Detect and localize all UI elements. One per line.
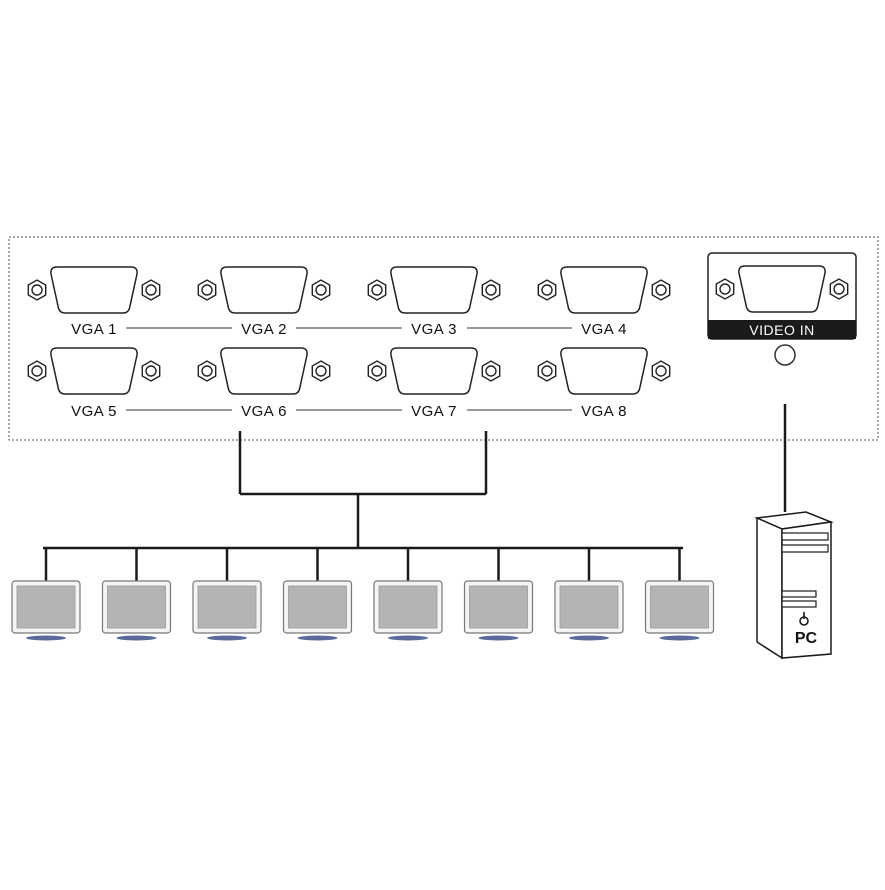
vga-label-5: VGA 5 [71,403,117,420]
vga-label-3: VGA 3 [411,321,457,338]
screw-post-icon [197,360,217,382]
vga-label-8: VGA 8 [581,403,627,420]
vga-output-labels: VGA 1 VGA 2 VGA 3 VGA 4 VGA 5 VGA 6 VGA … [71,321,627,420]
vga-output-port-2 [197,266,331,314]
monitor-screen [288,585,347,629]
vga-label-7: VGA 7 [411,403,457,420]
screw-post-icon [367,360,387,382]
monitor-8 [644,580,715,641]
screw-post-icon [197,279,217,301]
monitor-screen [650,585,709,629]
power-button-icon [799,612,809,626]
pc-tower: PC [754,511,834,660]
vga-label-6: VGA 6 [241,403,287,420]
monitor-stand [207,635,247,641]
vga-output-port-4 [537,266,671,314]
screw-post-icon [481,279,501,301]
drive-bay-2 [781,544,829,553]
screw-post-icon [651,279,671,301]
screw-post-icon [311,279,331,301]
monitor-stand [26,635,66,641]
monitor-4 [282,580,353,641]
drive-bay-1 [781,532,829,541]
video-in-label-bar [708,320,856,339]
vga-output-ports [27,266,671,395]
video-in-port [715,265,849,313]
monitor-2 [101,580,172,641]
output-cable-tree [43,431,683,550]
screw-post-icon [367,279,387,301]
label-connector-lines [126,327,572,411]
vga-output-port-8 [537,347,671,395]
monitor-stand [297,635,338,641]
monitor-screen [469,585,528,629]
screw-post-icon [829,278,849,300]
vga-output-port-5 [27,347,161,395]
monitor-7 [554,580,624,641]
power-indicator [774,344,796,366]
monitor-3 [192,580,262,641]
screw-post-icon [481,360,501,382]
pc-label: PC [795,630,818,647]
vga-output-port-1 [27,266,161,314]
vga-output-port-6 [197,347,331,395]
screw-post-icon [141,360,161,382]
vga-output-port-3 [367,266,501,314]
monitor-stand [116,635,157,641]
monitor-drop-cables [44,548,681,581]
monitor-1 [11,580,81,641]
video-in-label: VIDEO IN [749,322,814,338]
screw-post-icon [715,278,735,300]
monitor-screen [16,585,76,629]
video-in-connector [715,265,849,313]
drive-bay-4 [781,600,817,608]
monitor-stand [569,635,609,641]
monitor-screen [197,585,257,629]
vga-label-1: VGA 1 [71,321,117,338]
screw-post-icon [311,360,331,382]
monitor-screen [107,585,166,629]
vga-label-2: VGA 2 [241,321,287,338]
monitor-stand [659,635,700,641]
monitor-stand [478,635,519,641]
monitor-5 [373,580,443,641]
screw-post-icon [27,360,47,382]
screw-post-icon [537,279,557,301]
monitor-6 [463,580,534,641]
screw-post-icon [141,279,161,301]
vga-output-port-7 [367,347,501,395]
screw-post-icon [27,279,47,301]
monitor-stand [388,635,428,641]
vga-label-4: VGA 4 [581,321,627,338]
monitor-screen [378,585,438,629]
monitor-array [11,580,715,641]
screw-post-icon [537,360,557,382]
drive-bay-3 [781,590,817,598]
screw-post-icon [651,360,671,382]
monitor-screen [559,585,619,629]
